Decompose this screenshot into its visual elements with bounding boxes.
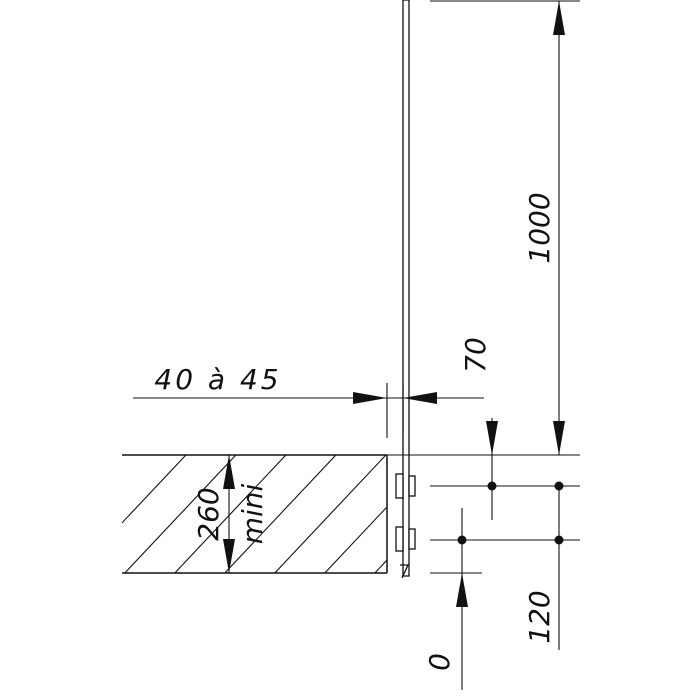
concrete-slab <box>122 454 388 574</box>
height-label: 1000 <box>523 192 556 263</box>
fixing-point <box>457 535 467 545</box>
arrowheads <box>223 1 565 607</box>
arrow-wall-offset-right <box>403 392 437 404</box>
arrow-thickness-bottom <box>223 539 235 573</box>
arrow-height-top <box>553 1 565 35</box>
glass-panel <box>402 0 410 577</box>
upper-standoff <box>395 473 416 499</box>
arrow-gap <box>486 421 498 455</box>
arrow-height-bottom <box>553 421 565 455</box>
gap-label: 70 <box>459 337 492 373</box>
arrow-thickness-top <box>223 455 235 489</box>
thickness-suffix-label: mini <box>236 483 269 544</box>
floor-level-label: 0 <box>423 653 456 671</box>
fixing-point <box>487 481 497 491</box>
wall-offset-label: 40 à 45 <box>154 363 281 396</box>
arrow-floor <box>456 573 468 607</box>
fixing-point <box>554 481 564 491</box>
thickness-label: 260 <box>192 487 225 540</box>
fixing-points <box>457 481 564 545</box>
standoff-fixings <box>395 473 416 579</box>
lower-standoff <box>395 526 416 552</box>
glass-bottom-detail <box>400 564 410 579</box>
slab-hatching <box>122 455 387 573</box>
fixing-point <box>554 535 564 545</box>
arrow-wall-offset-left <box>353 392 387 404</box>
fixing-spacing-label: 120 <box>523 590 556 643</box>
dimension-lines <box>133 0 580 690</box>
